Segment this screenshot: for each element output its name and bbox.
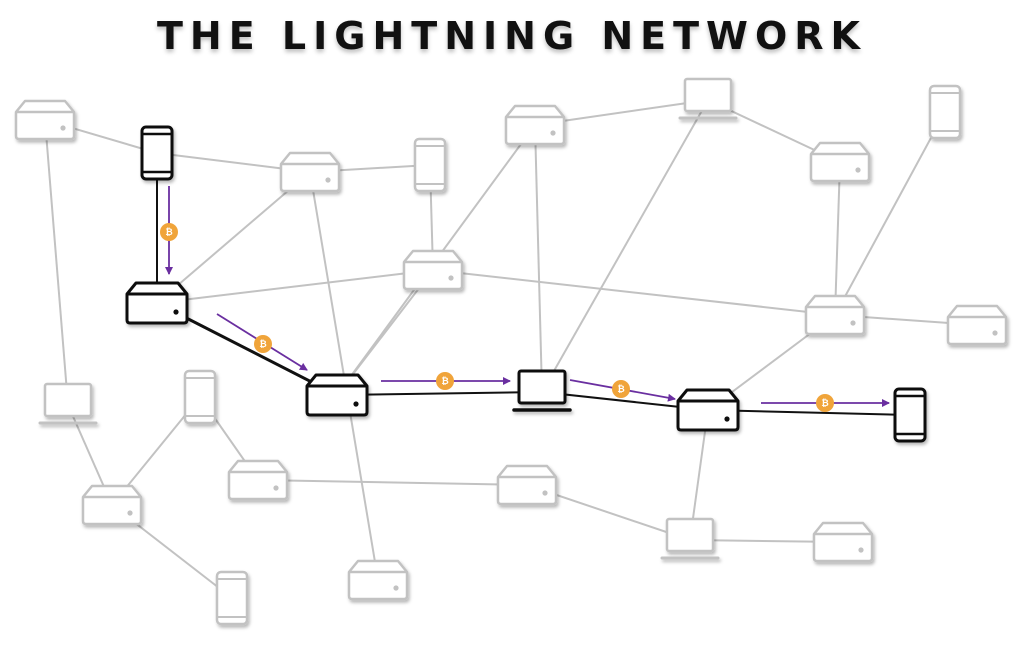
channel-line bbox=[534, 124, 543, 393]
active-server-node-icon bbox=[305, 373, 369, 417]
server-node-icon bbox=[347, 559, 409, 601]
payment-flow: ₿ ₿ ₿ ₿ ₿ bbox=[160, 186, 890, 412]
channel-line bbox=[156, 171, 311, 304]
laptop-node-icon bbox=[678, 77, 738, 120]
nodes bbox=[14, 77, 1008, 626]
server-node-icon bbox=[402, 249, 464, 291]
phone-node-icon bbox=[413, 137, 447, 193]
server-node-icon bbox=[946, 304, 1008, 346]
phone-node-icon bbox=[183, 369, 217, 425]
bitcoin-glyph: ₿ bbox=[821, 398, 828, 409]
server-node-icon bbox=[804, 294, 866, 336]
bitcoin-coin-icon: ₿ bbox=[254, 335, 272, 353]
channel-line bbox=[834, 161, 841, 316]
active-server-node-icon bbox=[676, 388, 740, 432]
server-node-icon bbox=[227, 459, 289, 501]
phone-node-icon bbox=[928, 84, 962, 140]
bitcoin-coin-icon: ₿ bbox=[612, 380, 630, 398]
laptop-node-icon bbox=[38, 382, 98, 425]
channel-line bbox=[432, 269, 836, 316]
channel-line bbox=[834, 111, 946, 316]
channel-line bbox=[44, 119, 69, 406]
active-phone-node-icon bbox=[893, 387, 927, 443]
bitcoin-glyph: ₿ bbox=[259, 339, 266, 350]
server-node-icon bbox=[496, 464, 558, 506]
active-server-node-icon bbox=[125, 281, 189, 325]
active-phone-node-icon bbox=[140, 125, 174, 181]
bitcoin-glyph: ₿ bbox=[165, 227, 172, 238]
phone-node-icon bbox=[215, 570, 249, 626]
server-node-icon bbox=[504, 104, 566, 146]
laptop-node-icon bbox=[660, 517, 720, 560]
server-node-icon bbox=[14, 99, 76, 141]
bitcoin-coin-icon: ₿ bbox=[816, 394, 834, 412]
bitcoin-glyph: ₿ bbox=[617, 384, 624, 395]
channel-line bbox=[257, 479, 528, 486]
server-node-icon bbox=[279, 151, 341, 193]
bitcoin-coin-icon: ₿ bbox=[436, 372, 454, 390]
channel-line bbox=[156, 269, 434, 304]
bitcoin-coin-icon: ₿ bbox=[160, 223, 178, 241]
bitcoin-glyph: ₿ bbox=[441, 376, 448, 387]
channel-line bbox=[541, 99, 709, 393]
active-laptop-node-icon bbox=[512, 369, 572, 412]
active-channel-line bbox=[707, 409, 911, 416]
page-title: THE LIGHTNING NETWORK bbox=[157, 14, 867, 58]
server-node-icon bbox=[81, 484, 143, 526]
server-node-icon bbox=[809, 141, 871, 183]
server-node-icon bbox=[812, 521, 874, 563]
active-channel-line bbox=[336, 391, 543, 396]
